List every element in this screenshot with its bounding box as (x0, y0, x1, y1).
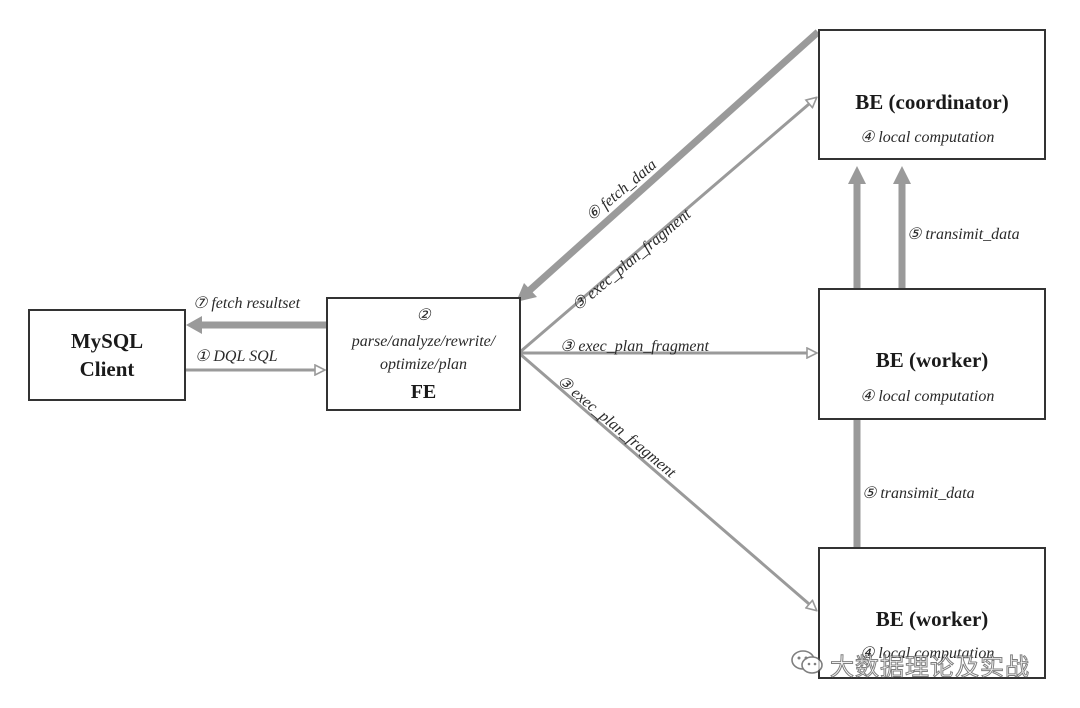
exec-to-coordinator-arrow (519, 98, 816, 354)
be-worker-1-detail: ④ local computation (860, 388, 995, 405)
be-worker-2-detail: ④ local computation (860, 645, 995, 662)
transmit-worker2-arrowhead (848, 166, 866, 184)
exec-to-worker2-arrow (519, 352, 816, 610)
mysql-client-title: MySQL Client (70, 329, 144, 381)
exec-to-worker1-label: ③ exec_plan_fragment (560, 338, 709, 355)
watermark: 大数据理论及实战 (790, 648, 1030, 681)
be-worker-1-title: BE (worker) (875, 348, 989, 372)
fetch-resultset-arrowhead (186, 316, 202, 334)
be-worker-2-title: BE (worker) (875, 607, 989, 631)
mysql-client-node: MySQL Client (28, 309, 186, 401)
fe-step: ② (416, 307, 431, 324)
be-coordinator-detail: ④ local computation (860, 129, 995, 146)
be-worker-1-node: BE (worker) ④ local computation (818, 288, 1046, 420)
transmit-worker2-label: ⑤ transimit_data (862, 485, 975, 502)
fe-title: FE (410, 381, 437, 403)
fetch-resultset-label: ⑦ fetch resultset (193, 295, 301, 312)
be-coordinator-node: BE (coordinator) ④ local computation (818, 29, 1046, 160)
transmit-worker1-label: ⑤ transimit_data (907, 226, 1020, 243)
fetch-data-arrowhead (516, 283, 537, 302)
fe-node: ② parse/analyze/rewrite/ optimize/plan F… (326, 297, 521, 411)
dql-sql-label: ① DQL SQL (195, 348, 278, 365)
transmit-worker1-arrowhead (893, 166, 911, 184)
fe-detail-line2: optimize/plan (379, 356, 468, 373)
be-coordinator-title: BE (coordinator) (855, 90, 1009, 114)
be-worker-2-node: BE (worker) ④ local computation (818, 547, 1046, 679)
watermark-text: 大数据理论及实战 (830, 652, 1030, 681)
fetch-data-arrow (527, 29, 821, 293)
fe-detail-line1: parse/analyze/rewrite/ (351, 333, 496, 350)
wechat-icon (790, 648, 824, 681)
